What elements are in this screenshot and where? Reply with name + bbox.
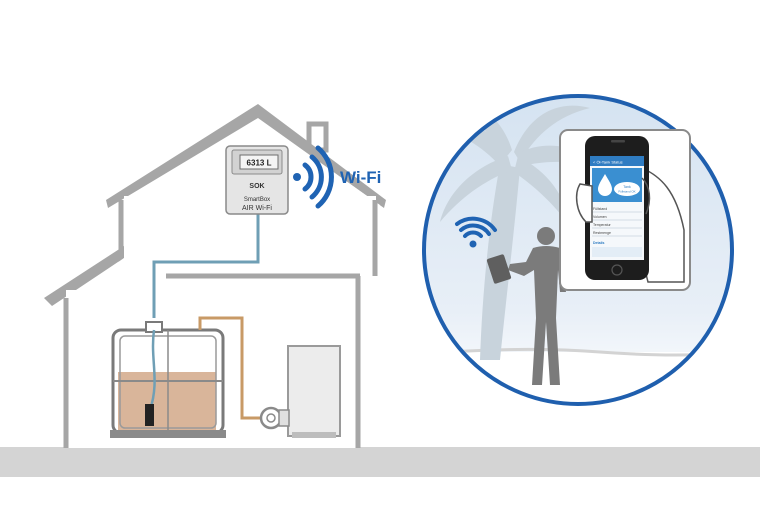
tank-pallet bbox=[110, 430, 226, 438]
phone-row: Restmenge bbox=[593, 231, 611, 235]
phone-home-button[interactable] bbox=[611, 264, 623, 276]
lower-gable bbox=[60, 258, 124, 302]
phone-row: Volumen bbox=[593, 215, 607, 219]
hand bbox=[639, 166, 685, 283]
sensor-probe bbox=[145, 404, 154, 426]
oil-tank bbox=[110, 321, 226, 438]
thumb bbox=[575, 183, 593, 223]
burner-connector bbox=[278, 409, 290, 427]
smartbox-name-line1: SmartBox bbox=[244, 197, 270, 203]
phone-row: Füllstand bbox=[593, 207, 607, 211]
scene-border bbox=[422, 94, 734, 406]
oil-drop-icon bbox=[598, 174, 612, 196]
tablet-icon bbox=[486, 254, 512, 284]
boiler bbox=[259, 345, 341, 438]
sensor-cable bbox=[152, 214, 260, 318]
phone-header-text: < Öl-Tank Status bbox=[593, 160, 623, 165]
phone-header bbox=[590, 156, 644, 166]
phone-speaker bbox=[611, 140, 625, 143]
person-silhouette-icon bbox=[508, 227, 566, 385]
phone-rows: Füllstand Volumen Temperatur Restmenge D… bbox=[592, 207, 642, 257]
wifi-label: Wi-Fi bbox=[340, 168, 381, 187]
ground bbox=[0, 447, 760, 477]
smartbox-display-value: 6313 L bbox=[247, 159, 272, 168]
upper-roof bbox=[106, 104, 386, 208]
smartbox-brand: SOK bbox=[249, 183, 264, 190]
smartbox-display bbox=[239, 154, 279, 170]
phone-footer-label: Details bbox=[593, 241, 605, 245]
sensor-probe-cable bbox=[148, 329, 156, 411]
oil-pipe bbox=[198, 316, 262, 420]
wifi-signal-icon bbox=[293, 145, 334, 209]
lower-roof bbox=[44, 246, 124, 306]
phone-inset: < Öl-Tank Status Tank Füllstand OK Fülls… bbox=[559, 129, 691, 291]
boiler-body bbox=[287, 345, 341, 437]
smartbox-name-line2: AIR Wi-Fi bbox=[242, 205, 272, 212]
burner bbox=[259, 406, 283, 430]
status-bubble bbox=[614, 182, 640, 196]
wifi-signal-icon-person bbox=[455, 216, 497, 248]
bubble-text-2: Füllstand OK bbox=[618, 190, 635, 194]
boiler-base bbox=[292, 432, 336, 438]
bubble-text-1: Tank bbox=[623, 185, 631, 189]
phone-row: Temperatur bbox=[593, 223, 612, 227]
smartbox: 6313 L SOK SmartBox AIR Wi-Fi bbox=[225, 145, 289, 215]
